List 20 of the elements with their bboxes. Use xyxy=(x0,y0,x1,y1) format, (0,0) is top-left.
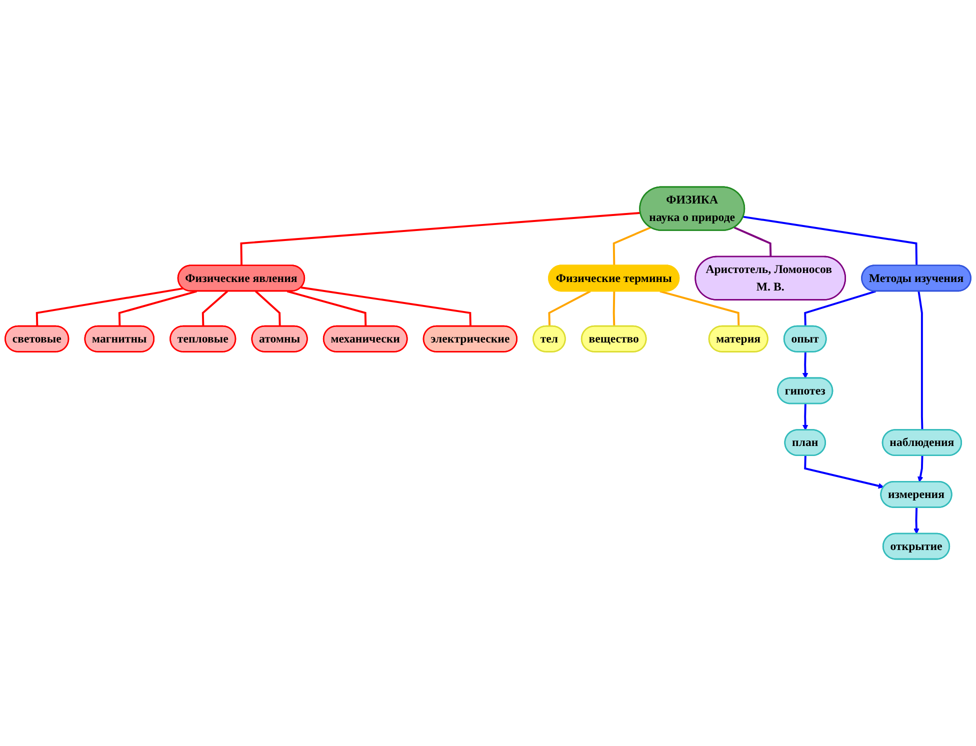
connector xyxy=(548,290,591,326)
arrow xyxy=(918,456,924,482)
connector xyxy=(660,290,740,326)
connector xyxy=(118,290,197,326)
arrow xyxy=(802,352,808,379)
connector xyxy=(918,291,924,430)
connector xyxy=(734,226,772,257)
arrow xyxy=(804,456,884,489)
connector xyxy=(612,291,616,326)
connector xyxy=(202,290,228,326)
connector xyxy=(300,286,472,326)
arrow xyxy=(914,508,920,534)
connector xyxy=(254,290,281,326)
connector xyxy=(36,287,184,326)
connector xyxy=(240,212,641,266)
connector xyxy=(286,290,367,326)
arrow xyxy=(802,404,808,430)
connector xyxy=(612,226,652,266)
connector xyxy=(804,290,876,326)
connector xyxy=(743,216,918,266)
